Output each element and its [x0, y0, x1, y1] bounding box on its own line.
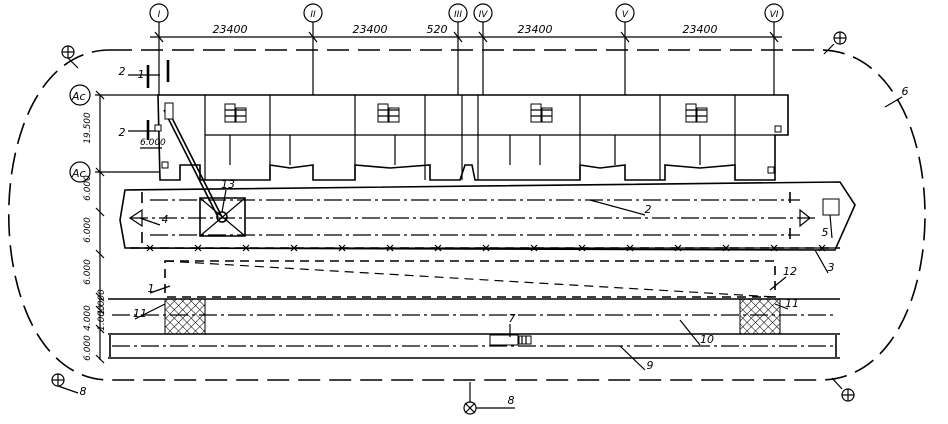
- span-dimension: 23400: [518, 23, 553, 36]
- axis-bubble: [303, 3, 323, 23]
- callout-number: 5: [822, 226, 829, 239]
- temporary-fence: [130, 244, 835, 252]
- storage-box: [822, 198, 840, 216]
- callout-leaders: [134, 96, 903, 371]
- left-dimension: 4.000: [83, 305, 93, 331]
- fence-cross: [626, 244, 634, 252]
- axis-bubble: [615, 3, 635, 23]
- fence-cross: [338, 244, 346, 252]
- fence-cross: [194, 244, 202, 252]
- callout-number: 3: [828, 261, 835, 274]
- left-dimension: 19.500: [83, 112, 93, 144]
- column-marker: [767, 166, 775, 174]
- temporary-road: [108, 298, 840, 359]
- fence-cross: [722, 244, 730, 252]
- callout-number: 4: [162, 213, 169, 226]
- row-axis-label: Ac: [71, 90, 86, 103]
- corner-markers: [51, 31, 855, 415]
- span-dimension: 520: [427, 23, 448, 36]
- row-axis-bubble: [69, 161, 91, 183]
- fence-cross: [578, 244, 586, 252]
- hatched-zone-right-cross: [739, 298, 781, 335]
- row-axis-label: Ac: [71, 167, 86, 180]
- vehicle: [489, 334, 532, 346]
- column-marker: [161, 161, 169, 169]
- callout-number: 13: [221, 178, 235, 191]
- section-cut-1-1: [128, 60, 170, 88]
- axis-bubble: [448, 3, 468, 23]
- track-stops: [128, 192, 811, 243]
- callout-number: 11: [133, 307, 147, 320]
- fence-cross: [674, 244, 682, 252]
- left-dimension: 6.000: [83, 335, 93, 361]
- callout-number: 1: [138, 68, 145, 81]
- building: [157, 94, 789, 181]
- fence-cross: [434, 244, 442, 252]
- span-dimension: 23400: [683, 23, 718, 36]
- left-dimension-texts: 19.500 6.000 6.000 6.000 1.000 4.000 1.000 6.00…: [83, 112, 107, 361]
- callout-number: 2: [645, 203, 652, 216]
- axis-bubble: [149, 3, 169, 23]
- left-dimension: 1.000: [97, 289, 107, 315]
- axis-label: VI: [770, 10, 779, 20]
- span-dimension: 23400: [213, 23, 248, 36]
- left-dimension-chain: [95, 90, 105, 364]
- span-dimension: 23400: [353, 23, 388, 36]
- axis-label: II: [310, 10, 316, 20]
- axis-label: III: [454, 10, 462, 20]
- fence-cross: [530, 244, 538, 252]
- callout-number: 10: [700, 333, 714, 346]
- fence-cross: [290, 244, 298, 252]
- left-dimension: 6.000: [83, 217, 93, 243]
- callout-number: 11: [785, 297, 799, 310]
- storage-area: [164, 260, 776, 298]
- callout-number: 12: [783, 265, 797, 278]
- callout-number: 6: [902, 85, 909, 98]
- left-dimension: 1.000: [97, 305, 107, 331]
- left-dimension: 6.000: [83, 175, 93, 201]
- left-dimension: 6.000: [83, 259, 93, 285]
- stair-cells: [224, 103, 708, 123]
- tower-crane: [163, 102, 246, 237]
- row-axis-markers: Ac Ac: [69, 84, 160, 183]
- fence-cross: [770, 244, 778, 252]
- column-marker: [154, 124, 162, 132]
- crane-track-zone: [119, 181, 856, 251]
- danger-zone-boundary: [8, 49, 926, 381]
- fence-cross: [482, 244, 490, 252]
- callout-number: 2: [119, 126, 126, 139]
- axis-label: V: [622, 10, 629, 20]
- fence-cross: [146, 244, 154, 252]
- span-dimensions: 23400 23400 520 23400 23400: [213, 23, 718, 36]
- callout-number: 2: [119, 65, 126, 78]
- callout-number: 7: [509, 312, 516, 325]
- fence-cross: [386, 244, 394, 252]
- axis-label: IV: [479, 10, 489, 20]
- column-marker: [774, 125, 782, 133]
- callout-number: 9: [647, 359, 654, 372]
- axis-label: I: [158, 10, 161, 20]
- callout-number: 1: [148, 282, 155, 295]
- fence-cross: [242, 244, 250, 252]
- axis-bubble: [473, 3, 493, 23]
- row-axis-bubble: [69, 84, 91, 106]
- small-dimension: 6.000: [140, 138, 166, 148]
- fence-cross: [818, 244, 826, 252]
- axis-bubble: [764, 3, 784, 23]
- callout-number: 8: [80, 385, 87, 398]
- callout-number: 8: [508, 394, 515, 407]
- hatched-zone-left-cross: [164, 298, 206, 335]
